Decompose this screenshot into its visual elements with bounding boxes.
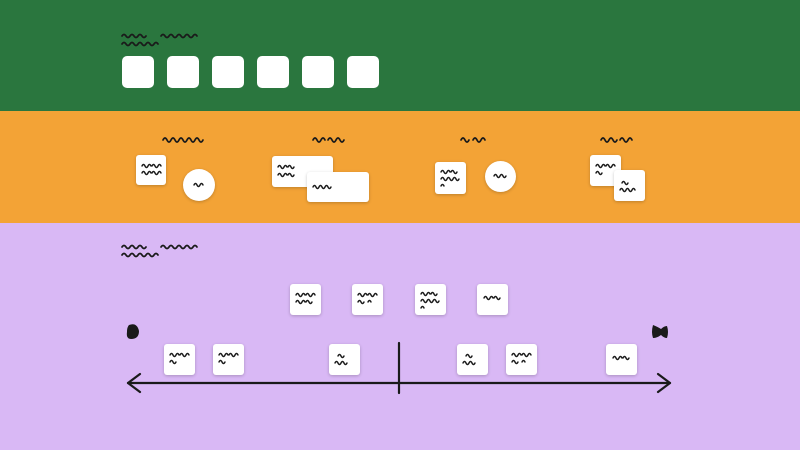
- axis-card[interactable]: [164, 344, 195, 375]
- wide-note-card[interactable]: [307, 172, 369, 202]
- floating-card[interactable]: [415, 284, 446, 315]
- axis-card[interactable]: [606, 344, 637, 375]
- axis-card[interactable]: [506, 344, 537, 375]
- slot[interactable]: [302, 56, 334, 88]
- wide-note-card[interactable]: [272, 156, 333, 187]
- group-heading-scribble: [600, 137, 633, 143]
- bottom-title-scribble: [121, 244, 198, 258]
- slot[interactable]: [122, 56, 154, 88]
- bottom-band: [0, 223, 800, 450]
- axis-card[interactable]: [329, 344, 360, 375]
- slot[interactable]: [347, 56, 379, 88]
- header-title-scribble: [121, 33, 198, 47]
- group-heading-scribble: [460, 137, 486, 143]
- note-card[interactable]: [136, 155, 166, 185]
- slot[interactable]: [212, 56, 244, 88]
- slot[interactable]: [167, 56, 199, 88]
- group-heading-scribble: [162, 137, 204, 143]
- note-card[interactable]: [614, 170, 645, 201]
- group-heading-scribble: [312, 137, 345, 143]
- middle-band: [0, 111, 800, 223]
- floating-card[interactable]: [352, 284, 383, 315]
- circle-node[interactable]: [485, 161, 516, 192]
- axis-card[interactable]: [457, 344, 488, 375]
- floating-card[interactable]: [477, 284, 508, 315]
- header-band: [0, 0, 800, 111]
- circle-node[interactable]: [183, 169, 215, 201]
- note-card[interactable]: [435, 162, 466, 194]
- floating-card[interactable]: [290, 284, 321, 315]
- slot[interactable]: [257, 56, 289, 88]
- axis-card[interactable]: [213, 344, 244, 375]
